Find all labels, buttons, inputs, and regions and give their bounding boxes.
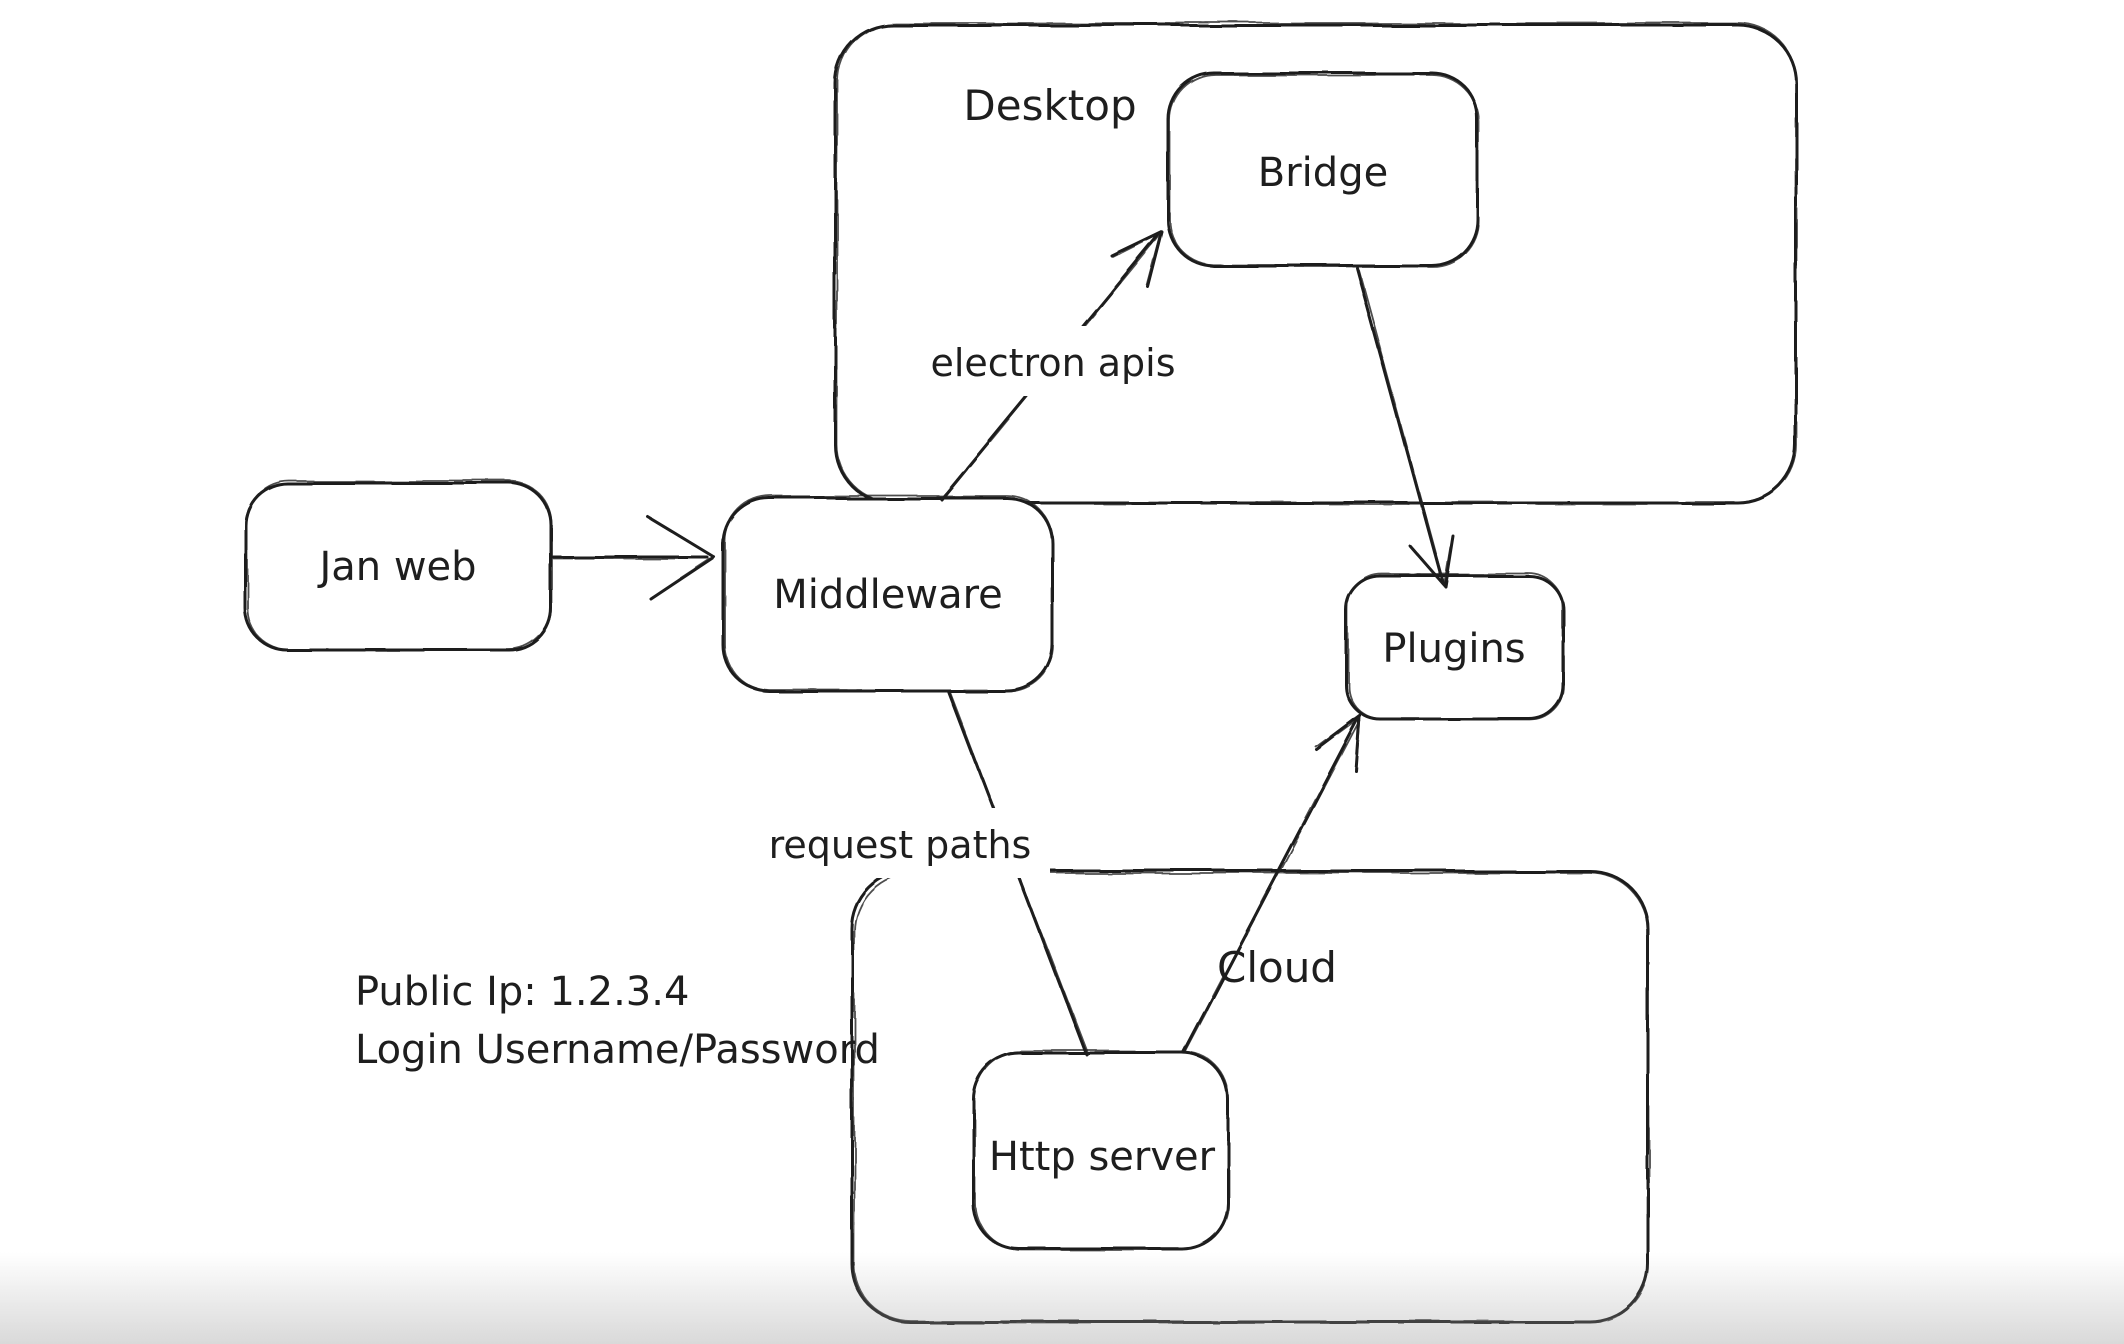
edge-label-electron-apis-text[interactable]: electron apis — [930, 341, 1175, 385]
node-jan-web-ghost — [246, 480, 552, 651]
node-plugins-ghost — [1347, 573, 1564, 720]
node-middleware-ghost — [724, 495, 1054, 692]
node-http-server-ghost — [974, 1050, 1229, 1250]
canvas-bottom-fade — [0, 1252, 2124, 1344]
credentials-note[interactable]: Public Ip: 1.2.3.4 Login Username/Passwo… — [355, 969, 880, 1073]
credentials-note-line-2[interactable]: Login Username/Password — [355, 1027, 880, 1073]
node-jan-web-label[interactable]: Jan web — [316, 544, 476, 590]
arrow-jan-web-to-middleware-ghost — [552, 518, 715, 598]
edge-label-request-paths-text[interactable]: request paths — [769, 823, 1032, 867]
container-desktop-label[interactable]: Desktop — [963, 81, 1136, 130]
arrow-bridge-to-plugins-ghost — [1357, 267, 1453, 586]
credentials-note-line-1[interactable]: Public Ip: 1.2.3.4 — [355, 969, 689, 1015]
container-cloud-label[interactable]: Cloud — [1217, 943, 1337, 992]
nodes-layer — [243, 71, 1565, 1251]
node-http-server-label[interactable]: Http server — [989, 1134, 1216, 1180]
arrow-http-server-to-plugins-ghost — [1184, 716, 1360, 1052]
edge-label-request-paths[interactable]: request paths — [745, 808, 1050, 878]
node-bridge-label[interactable]: Bridge — [1258, 150, 1388, 196]
sketch-overstroke-nodes — [246, 74, 1564, 1250]
labels-layer: Desktop Cloud Jan web Middleware Bridge … — [316, 81, 1525, 1180]
edge-label-electron-apis[interactable]: electron apis — [915, 326, 1187, 396]
container-desktop-ghost — [836, 22, 1797, 504]
node-plugins-label[interactable]: Plugins — [1382, 626, 1525, 672]
node-middleware-label[interactable]: Middleware — [773, 572, 1003, 618]
edge-label-electron-apis-bg — [915, 326, 1187, 396]
edge-label-request-paths-bg — [745, 808, 1050, 878]
node-bridge-ghost — [1169, 74, 1479, 267]
